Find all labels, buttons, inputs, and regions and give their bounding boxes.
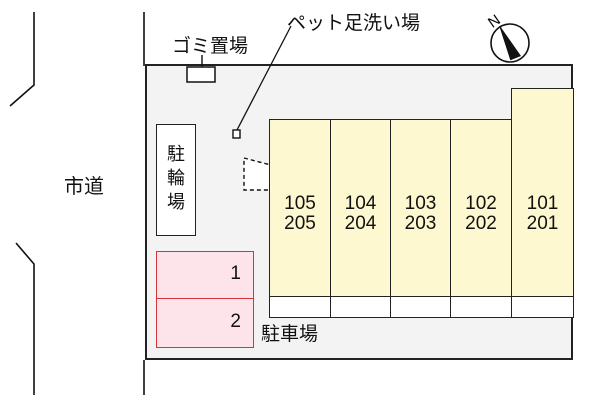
road-label: 市道 — [64, 174, 104, 198]
parking-space-number: 1 — [230, 263, 241, 284]
bicycle-parking-char: 輪 — [167, 168, 185, 189]
unit-number: 103 — [404, 193, 437, 214]
trash-area-icon — [186, 55, 216, 83]
pet-wash-label: ペット足洗い場 — [287, 12, 421, 34]
parking-space-1[interactable]: 1 — [156, 251, 254, 300]
porch — [269, 296, 331, 318]
unit-number: 204 — [344, 213, 377, 234]
porch — [390, 296, 451, 318]
unit-number: 102 — [465, 193, 497, 214]
unit-number: 101 — [526, 193, 559, 214]
bicycle-parking-char: 駐 — [167, 144, 185, 165]
bicycle-parking: 駐 輪 場 — [156, 124, 196, 236]
porch — [330, 296, 391, 318]
unit-number: 205 — [284, 213, 316, 234]
parking-space-2[interactable]: 2 — [156, 298, 254, 348]
porch — [450, 296, 512, 318]
pet-wash-leader-line — [232, 25, 292, 139]
parking-label: 駐車場 — [261, 323, 319, 345]
north-arrow-icon: N — [486, 11, 530, 63]
unit-number: 201 — [526, 213, 559, 234]
unit-number: 105 — [284, 193, 316, 214]
unit-number: 203 — [404, 213, 437, 234]
parking-space-number: 2 — [230, 311, 241, 332]
porch — [511, 296, 574, 318]
unit-number: 104 — [344, 193, 377, 214]
trash-area-label: ゴミ置場 — [172, 35, 249, 57]
unit-number: 202 — [465, 213, 497, 234]
bicycle-parking-char: 場 — [167, 192, 185, 213]
